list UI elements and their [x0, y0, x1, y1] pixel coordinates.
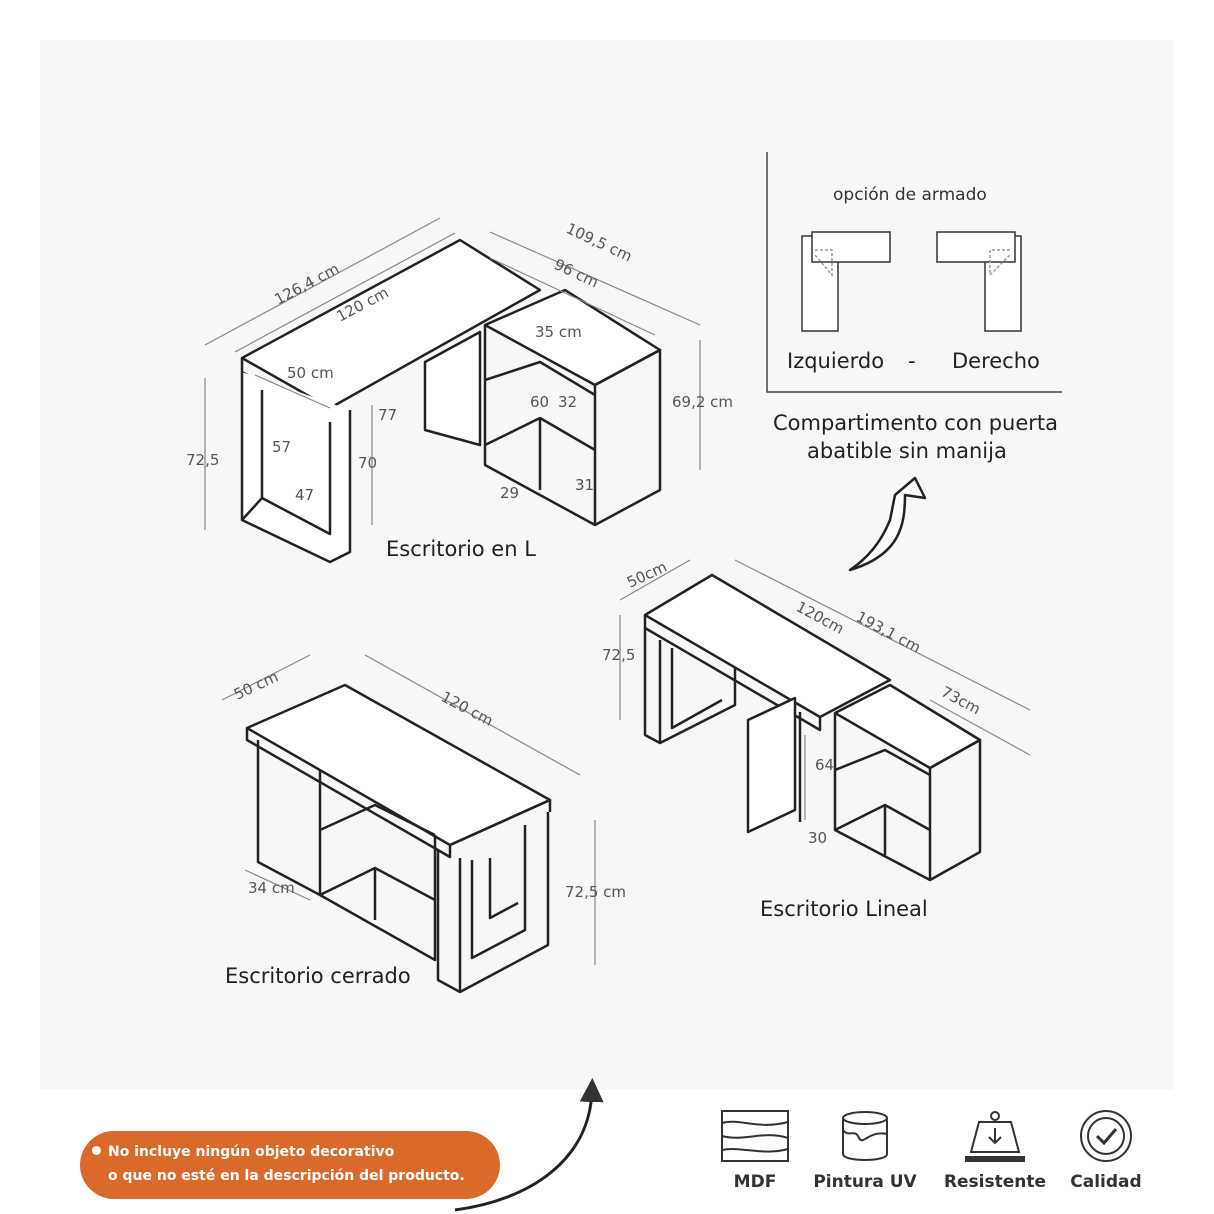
closed-desk-title: Escritorio cerrado [225, 964, 411, 988]
notice-line1: No incluye ningún objeto decorativo [108, 1144, 395, 1160]
closed-desk-dimension-lines [221, 654, 596, 965]
closed-desk-drawing [245, 683, 552, 994]
bullet-icon [92, 1146, 101, 1155]
dim-lin-193-1: 193,1 cm [853, 608, 924, 657]
pointer-arrow-icon [454, 1078, 604, 1212]
dim-l-60: 60 [530, 393, 549, 411]
dim-l-57: 57 [272, 438, 291, 456]
left-assembly-icon [801, 231, 891, 332]
feature-mdf: MDF [695, 1108, 815, 1192]
dim-l-32: 32 [558, 393, 577, 411]
right-assembly-icon [936, 231, 1022, 332]
feature-label: Pintura UV [813, 1172, 917, 1192]
assembly-title: opción de armado [833, 185, 987, 205]
l-desk-title: Escritorio en L [386, 537, 536, 561]
dim-l-126-4: 126,4 cm [271, 260, 342, 309]
feature-label: MDF [733, 1172, 777, 1192]
quality-check-icon [1080, 1110, 1132, 1162]
curved-arrow-icon [848, 476, 927, 572]
dim-closed-34: 34 cm [248, 879, 295, 897]
dim-closed-50: 50 cm [231, 668, 281, 704]
assembly-option-box: opción de armado Izquierdo - Derecho [766, 152, 1062, 393]
dim-lin-50: 50cm [624, 558, 670, 592]
dim-closed-120: 120 cm [438, 688, 496, 730]
linear-desk-title: Escritorio Lineal [760, 897, 928, 921]
dim-lin-30: 30 [808, 829, 827, 847]
dim-l-77: 77 [378, 406, 397, 424]
notice-line2: o que no esté en la descripción del prod… [108, 1168, 465, 1184]
feature-quality: Calidad [1046, 1108, 1166, 1192]
linear-desk-dimension-lines [619, 559, 1031, 820]
dim-l-47: 47 [295, 486, 314, 504]
feature-resistant: Resistente [935, 1108, 1055, 1192]
assembly-separator: - [908, 349, 916, 373]
diagram-panel [40, 40, 1174, 1090]
dim-l-31: 31 [575, 476, 594, 494]
dim-l-29: 29 [500, 484, 519, 502]
l-desk-drawing [240, 238, 662, 564]
paint-can-icon [842, 1111, 888, 1161]
dim-l-69-2: 69,2 cm [672, 393, 733, 411]
linear-desk-drawing [643, 573, 982, 882]
dim-l-70: 70 [358, 454, 377, 472]
feature-paint: Pintura UV [805, 1108, 925, 1192]
dim-lin-73: 73cm [938, 683, 983, 719]
weight-scale-icon [965, 1111, 1025, 1162]
assembly-right-label: Derecho [952, 349, 1040, 373]
dim-l-96: 96 cm [551, 255, 601, 291]
feature-label: Calidad [1070, 1172, 1142, 1192]
notice-banner: No incluye ningún objeto decorativo o qu… [80, 1131, 500, 1199]
dim-lin-64: 64 [815, 756, 834, 774]
wood-grain-icon [721, 1110, 789, 1162]
dim-l-72-5: 72,5 [186, 451, 219, 469]
dim-closed-72-5: 72,5 cm [565, 883, 626, 901]
dim-l-50: 50 cm [287, 364, 334, 382]
dim-l-35: 35 cm [535, 323, 582, 341]
compartment-line2: abatible sin manija [807, 439, 1007, 463]
dim-l-109-5: 109,5 cm [563, 219, 635, 265]
feature-label: Resistente [943, 1172, 1047, 1192]
compartment-line1: Compartimento con puerta [773, 411, 1058, 435]
assembly-left-label: Izquierdo [787, 349, 884, 373]
l-desk-dimension-lines [204, 217, 701, 530]
dim-lin-72-5: 72,5 [602, 646, 635, 664]
